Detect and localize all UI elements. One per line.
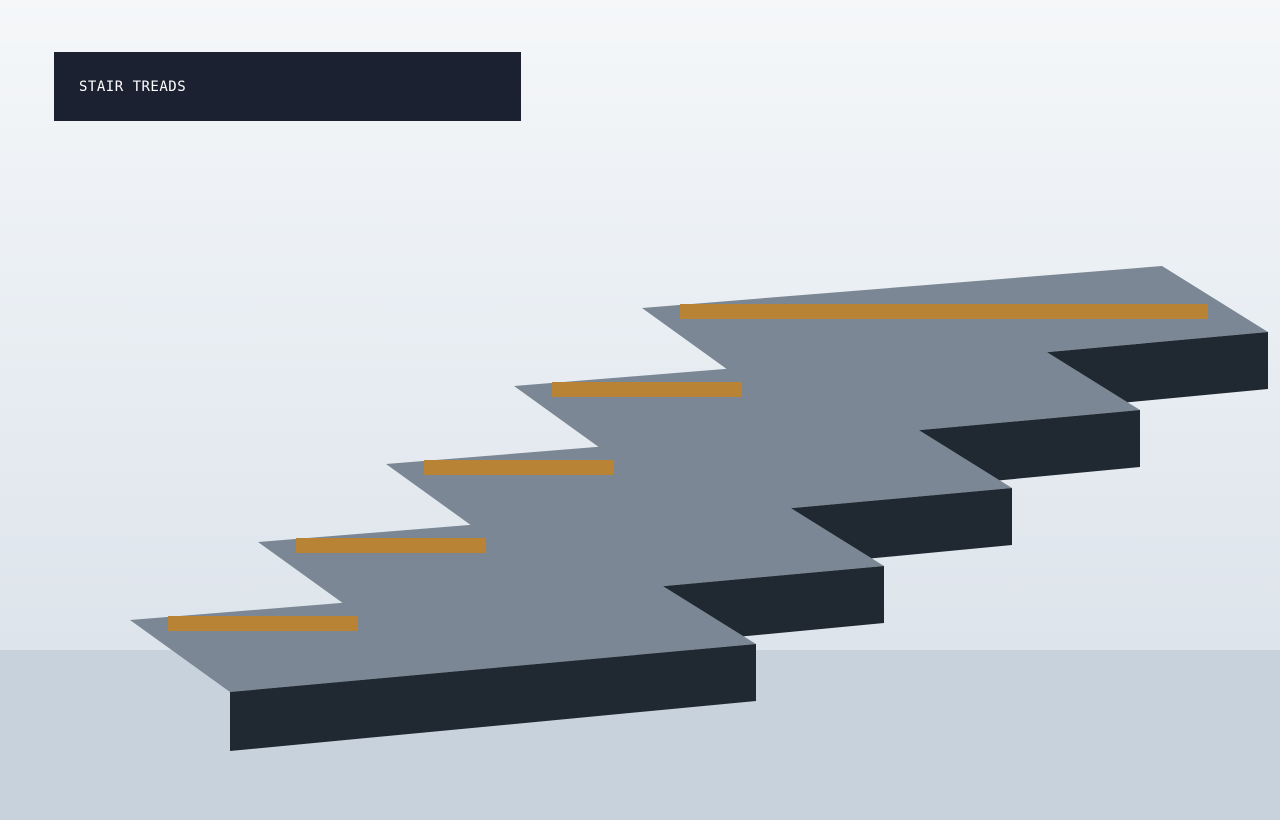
stair-step-1 [130,578,756,751]
title-panel: STAIR TREADS [54,52,521,121]
tread-top [386,422,1012,536]
tread-top [514,344,1140,458]
tread-nosing-strip [424,460,614,475]
tread-nosing-strip [296,538,486,553]
tread-top [642,266,1268,380]
tread-nosing-strip [680,304,1208,319]
scene-title: STAIR TREADS [79,78,187,95]
tread-top [130,578,756,692]
tread-nosing-strip [168,616,358,631]
tread-front [230,644,756,751]
tread-top [258,500,884,614]
tread-nosing-strip [552,382,742,397]
